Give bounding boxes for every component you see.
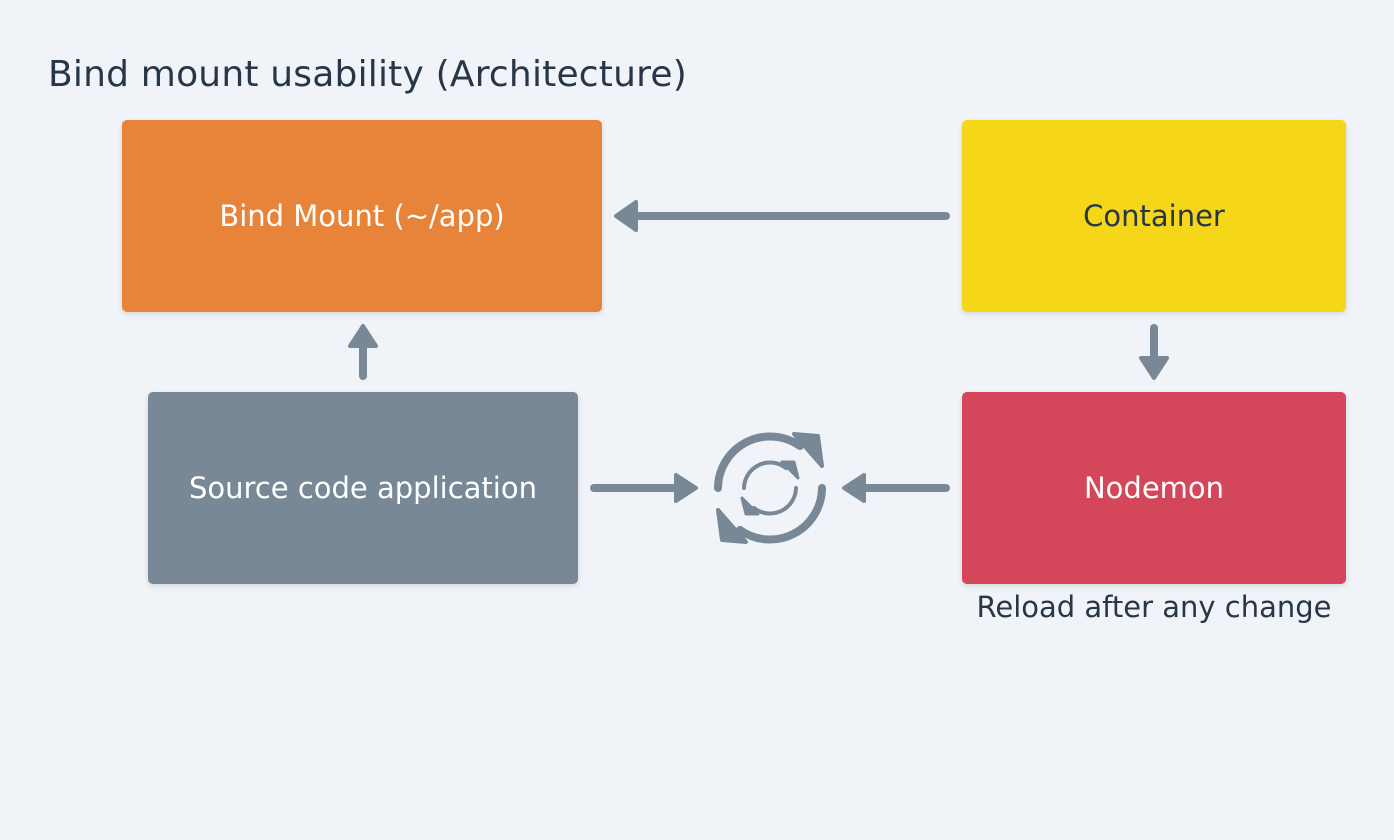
arrow-nodemon-to-sync — [842, 473, 950, 503]
container-node: Container — [962, 120, 1346, 312]
source-code-label: Source code application — [189, 471, 537, 505]
arrow-container-to-bind-mount — [614, 200, 950, 232]
sync-icon — [714, 432, 826, 544]
bind-mount-node: Bind Mount (~/app) — [122, 120, 602, 312]
arrow-container-to-nodemon — [1139, 324, 1169, 380]
arrow-source-to-bind-mount — [348, 324, 378, 380]
nodemon-node: Nodemon — [962, 392, 1346, 584]
page-title: Bind mount usability (Architecture) — [48, 54, 687, 95]
container-label: Container — [1083, 199, 1225, 233]
nodemon-label: Nodemon — [1083, 471, 1225, 505]
bind-mount-label: Bind Mount (~/app) — [219, 199, 505, 233]
source-code-node: Source code application — [148, 392, 578, 584]
arrow-source-to-sync — [590, 473, 698, 503]
nodemon-caption: Reload after any change — [976, 590, 1332, 624]
